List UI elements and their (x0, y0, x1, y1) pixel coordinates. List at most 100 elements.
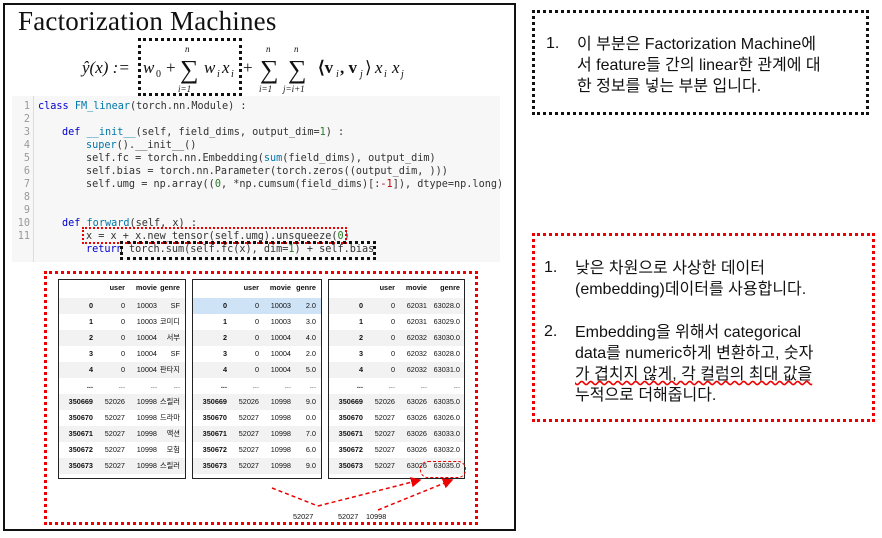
line-number: 3 (23, 127, 30, 138)
row-index: 0 (88, 301, 93, 310)
line-number: 4 (23, 140, 30, 151)
table-cell: 0 (390, 365, 395, 374)
table-cell: 52027 (104, 461, 125, 470)
table-cell: ... (420, 381, 427, 390)
row-index: 350669 (202, 397, 227, 406)
table-cell: 52027 (374, 461, 395, 470)
formula-sum2: ∑ (260, 55, 279, 84)
line-number: 10 (17, 218, 30, 229)
formula-x2: x (391, 58, 400, 77)
table-cell: 63026 (406, 429, 427, 438)
code-text: ]), dtype=np.long) (392, 179, 504, 190)
table-cell: 10004 (136, 349, 157, 358)
table-cell: 4.0 (305, 333, 316, 342)
table-cell: ... (388, 381, 395, 390)
note2-item1-line-1: 낮은 차원으로 사상한 데이터 (575, 260, 765, 277)
code-builtin: sum (263, 153, 283, 164)
row-index: 350671 (338, 429, 363, 438)
table-cell: 52027 (238, 429, 259, 438)
code-line-11: return torch.sum(self.fc(x), dim=1) + se… (86, 243, 374, 256)
table-cell: 0 (390, 317, 395, 326)
table-cell: 0 (390, 301, 395, 310)
formula-plus-2: + (243, 58, 253, 77)
code-number: 1 (319, 127, 326, 138)
row-index: ... (220, 381, 227, 390)
arrows (271, 477, 454, 511)
table-cell: 10003 (136, 317, 157, 326)
row-index: 350670 (202, 413, 227, 422)
code-line-4: super().__init__() (86, 139, 196, 152)
table-cell: 10003 (270, 301, 291, 310)
table-cell: 62032 (406, 365, 427, 374)
code-text: ().__init__() (116, 140, 197, 151)
sum-label-user-2: 52027 (338, 512, 359, 521)
table-cell: 0 (120, 301, 125, 310)
line-number: 2 (23, 114, 30, 125)
table-cell: 0 (390, 333, 395, 342)
row-index: 4 (88, 365, 93, 374)
code-class-name: FM_linear (74, 101, 131, 112)
table-cell: 9.0 (305, 397, 316, 406)
note1-line-1: 이 부분은 Factorization Machine에 (577, 36, 817, 53)
table-cell: 63031.0 (433, 365, 460, 374)
column-header: movie (269, 283, 291, 292)
table-cell: 63032.0 (433, 445, 460, 454)
table-cell: 52027 (104, 413, 125, 422)
code-text: ) : (325, 127, 345, 138)
formula-sum2-top: n (266, 44, 271, 54)
note2-item2-line-1: Embedding을 위해서 categorical (575, 324, 802, 341)
formula-sum1: ∑ (180, 55, 199, 84)
table-cell: 62031 (406, 301, 427, 310)
formula-inner-close: ⟩ (365, 58, 372, 77)
row-index: 2 (222, 333, 227, 342)
row-index: 3 (358, 349, 363, 358)
table-cell: 0 (120, 365, 125, 374)
table-cell: 10998 (270, 461, 291, 470)
code-line-7: self.umg = np.array((0, *np.cumsum(field… (86, 178, 503, 191)
formula-x1: x (374, 58, 383, 77)
row-index: 350669 (338, 397, 363, 406)
table-cell: 액션 (166, 429, 180, 438)
table-cell: 0.0 (305, 413, 316, 422)
column-header: genre (440, 283, 460, 292)
formula-sum3-top: n (294, 44, 299, 54)
table-cell: ... (284, 381, 291, 390)
table-cell: ... (309, 381, 316, 390)
code-text: self.umg = np.array(( (86, 179, 215, 190)
annotation-box-1: 1. 이 부분은 Factorization Machine에 서 featur… (532, 10, 869, 115)
slide-title: Factorization Machines (18, 6, 277, 36)
table-cell: 52026 (374, 397, 395, 406)
table-cell: ... (453, 381, 460, 390)
table-cell: 10998 (270, 397, 291, 406)
formula-inner-sub1: i (336, 69, 339, 80)
code-gutter-divider (33, 96, 34, 262)
code-block: 1 2 3 4 5 6 7 8 9 10 11 class FM_linear(… (12, 96, 503, 262)
table-cell: 63029.0 (433, 317, 460, 326)
table-cell: 10004 (270, 333, 291, 342)
formula-sum3-bottom: j=i+1 (282, 84, 305, 94)
table-cell: 0 (254, 317, 259, 326)
table-cell: ... (252, 381, 259, 390)
table-cell: 2.0 (305, 349, 316, 358)
column-header: user (379, 283, 395, 292)
code-number: 0 (214, 179, 221, 190)
table-cell: 63026.0 (433, 413, 460, 422)
table-cell: 63030.0 (433, 333, 460, 342)
row-index: 350672 (202, 445, 227, 454)
